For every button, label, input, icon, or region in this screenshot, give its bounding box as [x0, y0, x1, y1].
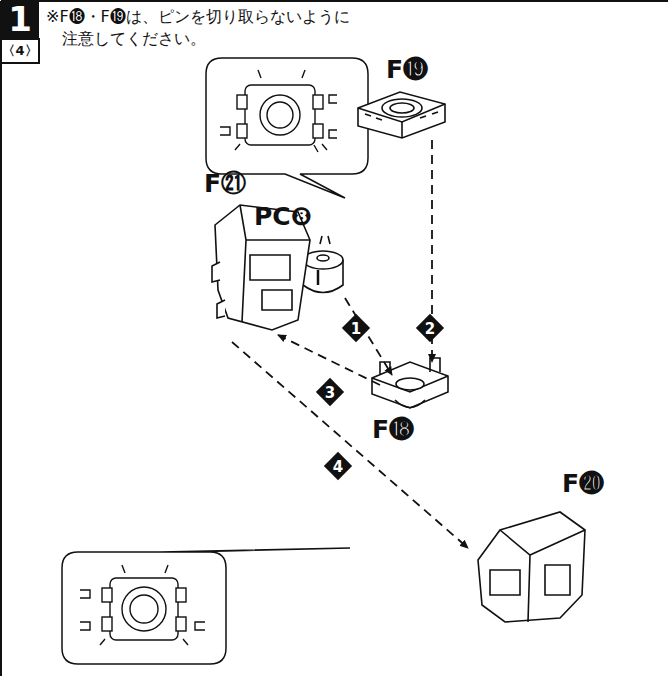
- part-label: F⓲: [372, 416, 414, 444]
- callout-number: 3: [318, 385, 342, 402]
- sub-step-number: 〈4〉: [1, 44, 39, 58]
- part-label: F⓴: [562, 470, 604, 498]
- callout-number: 4: [326, 459, 350, 476]
- part-label: F㉑: [204, 170, 246, 198]
- part-label: PC❽: [254, 203, 312, 231]
- callout-number: 2: [418, 321, 442, 338]
- step-number: 1: [1, 1, 39, 38]
- caution-note: ※F⓲・F⓳は、ピンを切り取らないように注意してください。: [46, 6, 362, 49]
- part-label: F⓳: [386, 56, 428, 84]
- callout-number: 1: [344, 321, 368, 338]
